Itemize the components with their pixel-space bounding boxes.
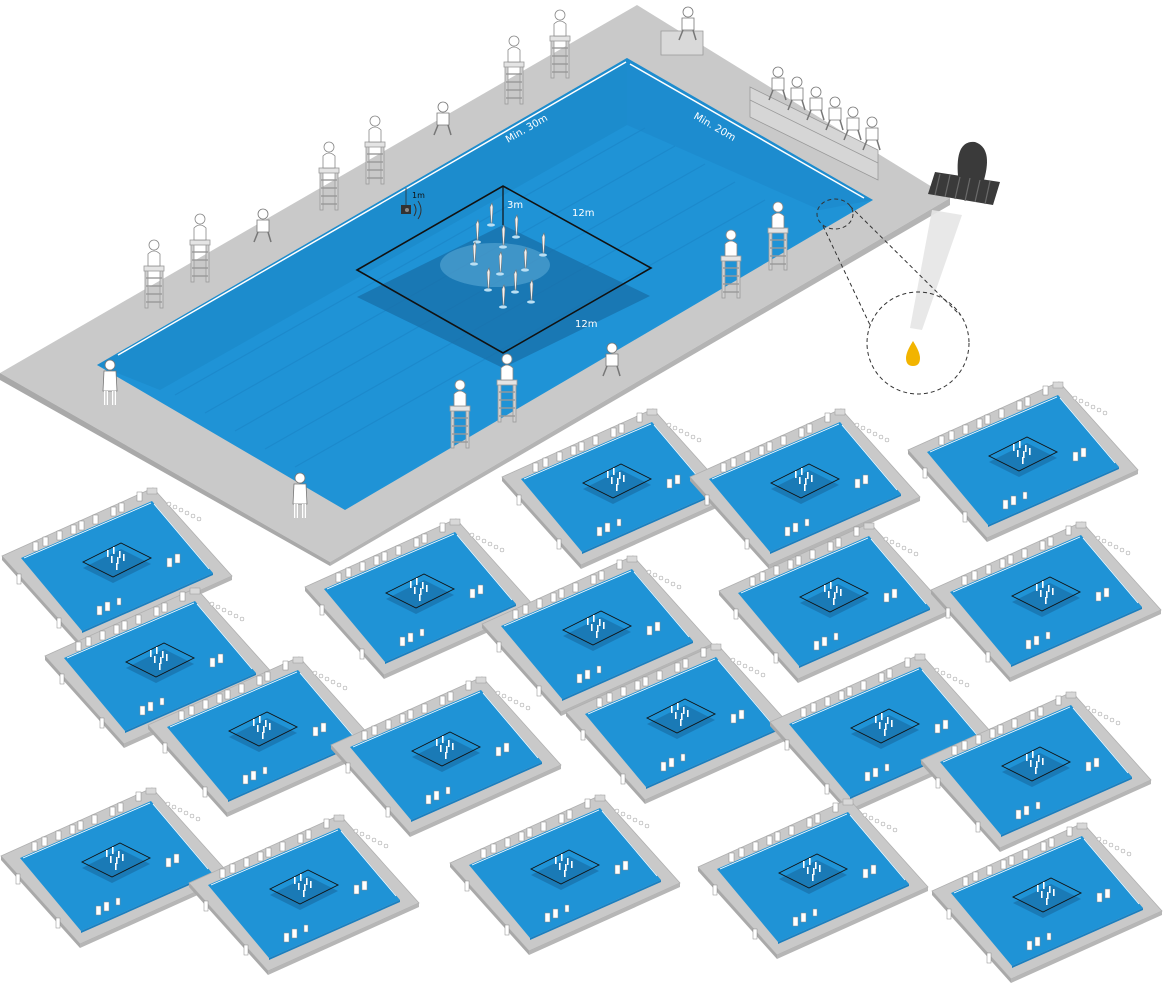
zone-side-bottom-label: 12m: [575, 319, 597, 330]
performance-zone: [355, 185, 653, 354]
callout-small-circle: [816, 198, 854, 230]
pool-water-wall: [97, 58, 627, 390]
callout-large-circle: [866, 291, 970, 395]
zone-side-top-label: 12m: [572, 208, 594, 219]
speaker-depth-label: 1m: [412, 191, 425, 200]
underwater-speaker-icon: [401, 188, 422, 220]
thumbnail-pool-03: [907, 381, 1139, 543]
dropper-icon: [910, 141, 1000, 330]
thumbnail-pool-19: [931, 822, 1163, 984]
swimmers: [440, 202, 550, 310]
thumbnail-pool-17: [449, 794, 681, 956]
thumbnail-pool-11: [330, 676, 562, 838]
referee-table: [660, 6, 704, 56]
thumbnail-pool-07: [930, 521, 1162, 683]
judges-panel: [749, 66, 881, 181]
length-dimension-line: [117, 61, 627, 356]
pool-deck-side-left: [0, 373, 330, 566]
thumbnail-pool-18: [697, 798, 929, 960]
thumbnail-pool-15: [0, 787, 232, 949]
pool-water-wall-far: [627, 58, 873, 210]
width-dimension-line: [629, 63, 865, 199]
thumbnail-pool-16: [188, 814, 420, 976]
depth-label: 3m: [507, 200, 523, 211]
pool-deck-side-right: [330, 198, 950, 566]
main-pool: Min. 30m Min. 20m 3m 12m 12m 1m: [0, 5, 1000, 566]
water-drop-icon: [906, 341, 920, 366]
